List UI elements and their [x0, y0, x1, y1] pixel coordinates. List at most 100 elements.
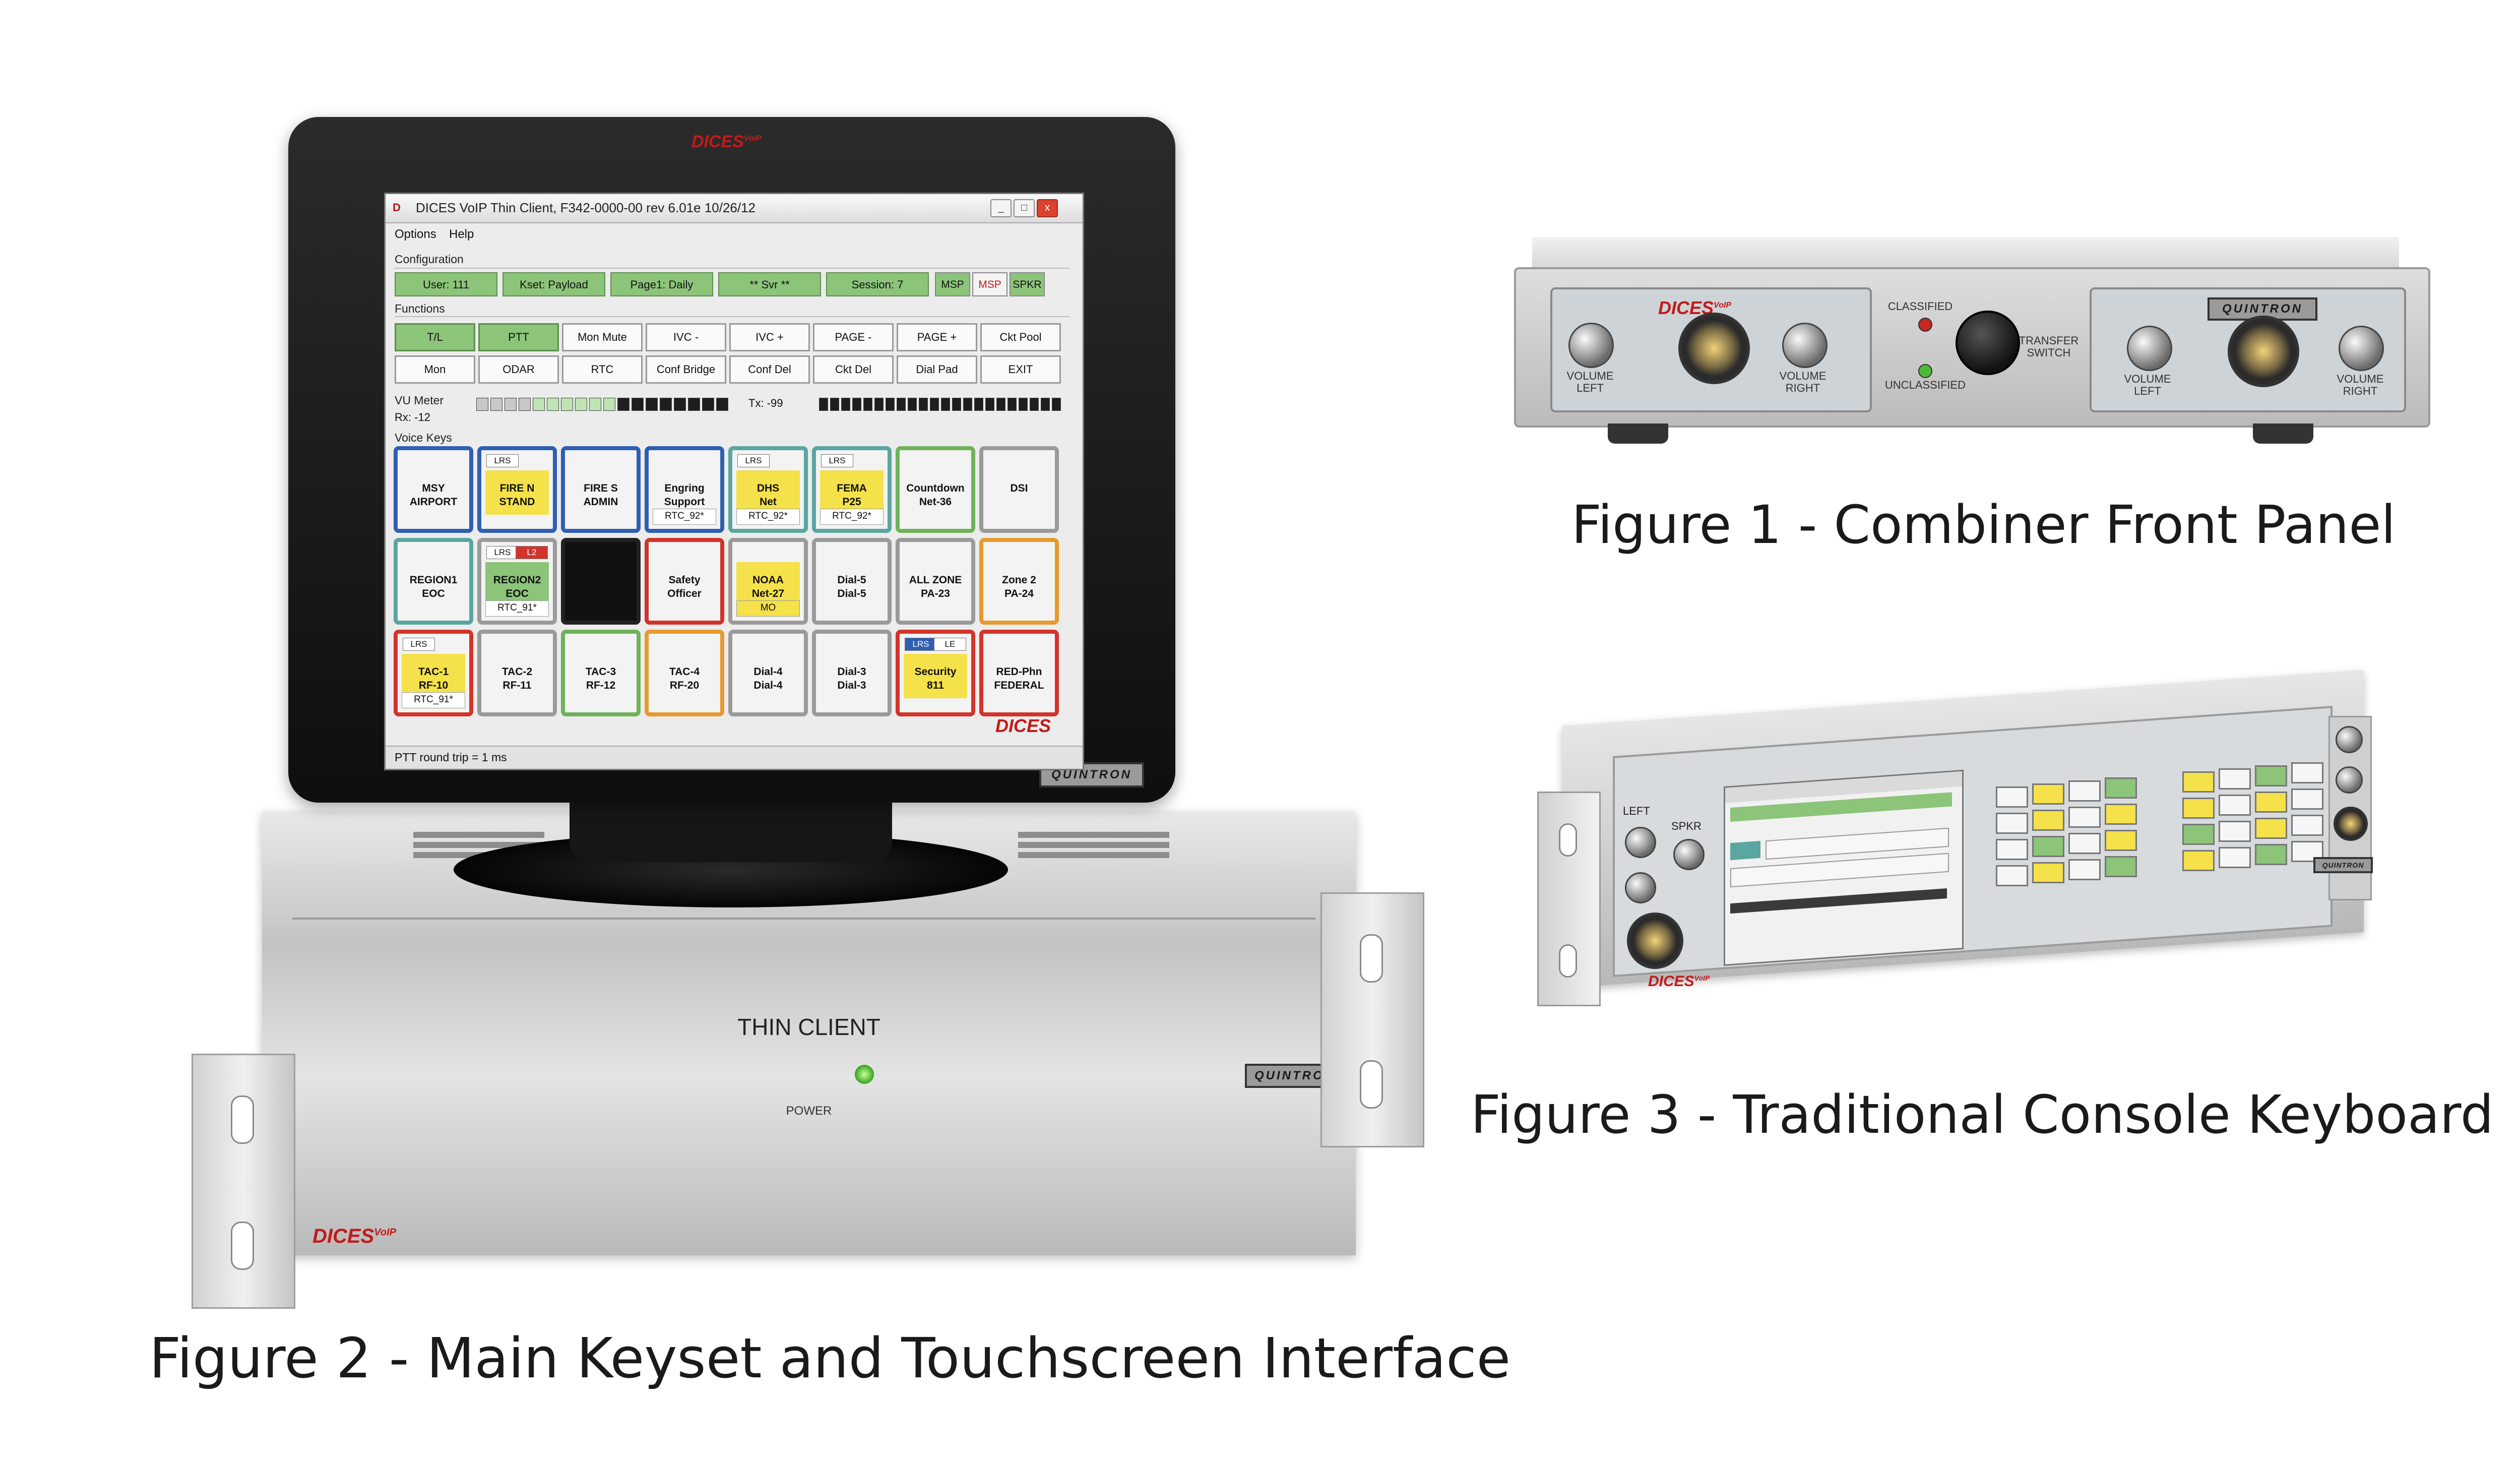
- fn-conf-bridge-button[interactable]: Conf Bridge: [646, 355, 726, 384]
- minimize-button[interactable]: _: [990, 199, 1012, 217]
- rack-edge: [292, 918, 1315, 920]
- config-tag-msp-2[interactable]: MSP: [972, 272, 1007, 296]
- config-server[interactable]: ** Svr **: [718, 272, 821, 296]
- close-button[interactable]: x: [1037, 199, 1058, 217]
- voice-key[interactable]: MSY AIRPORT: [394, 446, 473, 533]
- volume-right-knob-2[interactable]: [2339, 326, 2384, 371]
- console-voice-key[interactable]: [2182, 850, 2215, 871]
- fn-page-plus-button[interactable]: PAGE +: [897, 323, 977, 351]
- console-voice-key[interactable]: [2068, 807, 2101, 828]
- console-voice-key[interactable]: [2182, 771, 2215, 793]
- console-voice-key[interactable]: [2032, 836, 2064, 857]
- console-voice-key[interactable]: [2255, 844, 2287, 865]
- console-voice-key[interactable]: [2182, 798, 2215, 819]
- voice-key[interactable]: ALL ZONE PA-23: [896, 538, 975, 625]
- voice-key[interactable]: Dial-5 Dial-5: [812, 538, 892, 625]
- voice-key[interactable]: RED-Phn FEDERAL: [979, 630, 1059, 716]
- fn-page-minus-button[interactable]: PAGE -: [813, 323, 894, 351]
- maximize-button[interactable]: □: [1014, 199, 1035, 217]
- vu-tx-segment: [1007, 398, 1017, 411]
- config-session[interactable]: Session: 7: [826, 272, 929, 296]
- console-voice-key[interactable]: [2255, 818, 2287, 839]
- console-spkr-knob[interactable]: [1673, 839, 1705, 870]
- fn-mon-mute-button[interactable]: Mon Mute: [562, 323, 643, 351]
- console-voice-key[interactable]: [1996, 839, 2028, 860]
- console-voice-key[interactable]: [2105, 830, 2137, 851]
- fn-exit-button[interactable]: EXIT: [980, 355, 1061, 384]
- console-voice-key[interactable]: [1996, 813, 2028, 834]
- console-voice-key[interactable]: [1996, 865, 2028, 886]
- console-voice-key[interactable]: [2105, 856, 2137, 877]
- console-voice-key[interactable]: [2032, 862, 2064, 883]
- transfer-switch-knob[interactable]: [1956, 311, 2020, 375]
- fn-ptt-button[interactable]: PTT: [478, 323, 559, 351]
- console-voice-key[interactable]: [2291, 788, 2323, 810]
- console-voice-key[interactable]: [2291, 762, 2323, 783]
- fn-ckt-del-button[interactable]: Ckt Del: [813, 355, 894, 384]
- vu-tx-segment: [996, 398, 1005, 411]
- console-voice-key[interactable]: [2068, 780, 2101, 802]
- voice-key[interactable]: REGION1 EOC: [394, 538, 473, 625]
- config-user[interactable]: User: 111: [395, 272, 497, 296]
- voice-key[interactable]: FIRE S ADMIN: [561, 446, 641, 533]
- volume-left-knob-2[interactable]: [2127, 326, 2172, 371]
- console-voice-key[interactable]: [2068, 859, 2101, 880]
- console-right-knob[interactable]: [2336, 726, 2363, 753]
- voice-key[interactable]: Dial-3 Dial-3: [812, 630, 892, 716]
- console-voice-key[interactable]: [2068, 833, 2101, 854]
- console-voice-key[interactable]: [2219, 795, 2251, 816]
- voice-key[interactable]: TAC-2 RF-11: [477, 630, 557, 716]
- console-voice-key[interactable]: [2032, 810, 2064, 831]
- console-voice-key[interactable]: [1996, 786, 2028, 808]
- console-left-knob[interactable]: [1625, 827, 1656, 858]
- fn-odar-button[interactable]: ODAR: [478, 355, 559, 384]
- console-voice-key[interactable]: [2219, 768, 2251, 789]
- config-kset[interactable]: Kset: Payload: [502, 272, 605, 296]
- console-voice-key[interactable]: [2105, 804, 2137, 825]
- voice-key[interactable]: Safety Officer: [645, 538, 724, 625]
- console-right-knob-2[interactable]: [2336, 766, 2363, 794]
- volume-left-knob[interactable]: [1568, 323, 1614, 368]
- console-knob[interactable]: [1625, 872, 1656, 903]
- console-voice-key[interactable]: [2182, 824, 2215, 845]
- fn-ivc-plus-button[interactable]: IVC +: [729, 323, 810, 351]
- menu-help[interactable]: Help: [449, 227, 474, 241]
- vu-rx-segment: [476, 398, 488, 411]
- fn-ivc-minus-button[interactable]: IVC -: [646, 323, 726, 351]
- voice-key[interactable]: Zone 2 PA-24: [979, 538, 1059, 625]
- config-tag-spkr[interactable]: SPKR: [1010, 272, 1045, 296]
- voice-key[interactable]: [561, 538, 641, 625]
- voice-key[interactable]: DSI: [979, 446, 1059, 533]
- voice-key[interactable]: TAC-4 RF-20: [645, 630, 724, 716]
- menu-options[interactable]: Options: [395, 227, 436, 241]
- fn-tl-button[interactable]: T/L: [395, 323, 475, 351]
- voice-key[interactable]: TAC-3 RF-12: [561, 630, 641, 716]
- volume-right-knob[interactable]: [1782, 323, 1828, 368]
- fn-dial-pad-button[interactable]: Dial Pad: [897, 355, 977, 384]
- console-voice-key[interactable]: [2255, 765, 2287, 786]
- config-tag-msp[interactable]: MSP: [935, 272, 970, 296]
- console-voice-key[interactable]: [2219, 821, 2251, 842]
- console-voice-key[interactable]: [2219, 847, 2251, 868]
- fn-rtc-button[interactable]: RTC: [562, 355, 643, 384]
- console-voice-key[interactable]: [2255, 792, 2287, 813]
- console-voice-key[interactable]: [2105, 777, 2137, 799]
- voice-key[interactable]: Countdown Net-36: [896, 446, 975, 533]
- config-page[interactable]: Page1: Daily: [610, 272, 713, 296]
- fn-ckt-pool-button[interactable]: Ckt Pool: [980, 323, 1061, 351]
- fn-conf-del-button[interactable]: Conf Del: [729, 355, 810, 384]
- monitor-brand: DICES: [691, 132, 744, 151]
- fn-mon-button[interactable]: Mon: [395, 355, 475, 384]
- vu-tx-segment: [1041, 398, 1050, 411]
- console-voice-key[interactable]: [2291, 815, 2323, 836]
- console-voice-key[interactable]: [2032, 783, 2064, 805]
- voice-key[interactable]: Dial-4 Dial-4: [728, 630, 808, 716]
